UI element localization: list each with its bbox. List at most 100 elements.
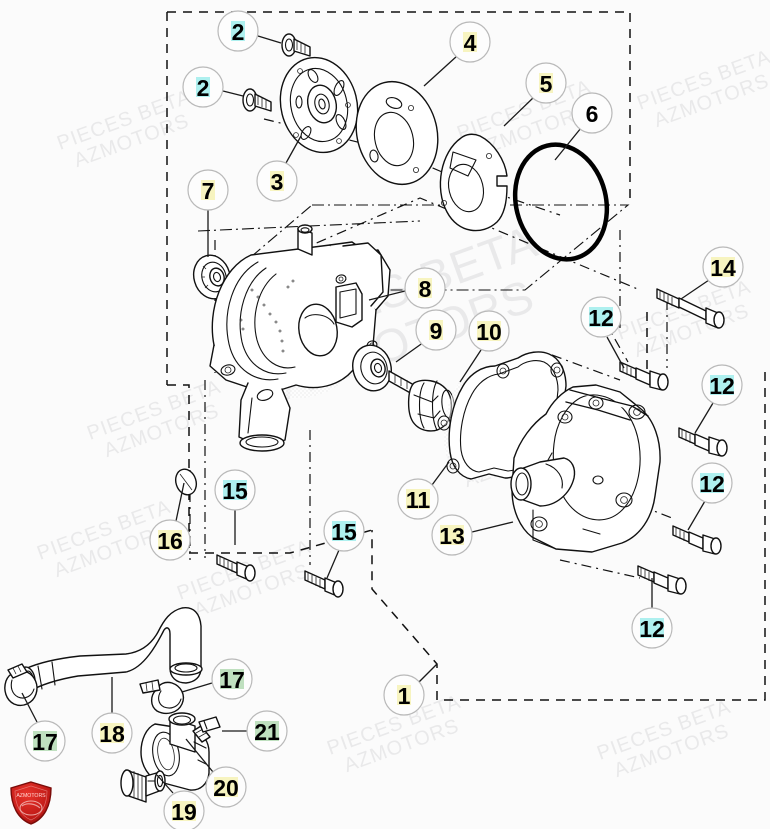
callout-8[interactable]: 8: [368, 267, 446, 309]
callout-12[interactable]: 12: [580, 296, 625, 369]
callout-21[interactable]: 21: [222, 710, 288, 752]
callout-number: 2: [197, 75, 210, 101]
callout-leader-line: [503, 96, 535, 127]
callout-13[interactable]: 13: [431, 514, 514, 556]
callout-number: 18: [99, 721, 125, 747]
callout-17[interactable]: 17: [181, 658, 253, 700]
callout-highlight: [223, 480, 247, 500]
callout-9[interactable]: 9: [395, 309, 457, 363]
callout-highlight: [332, 521, 356, 541]
callout-highlight: [589, 307, 613, 327]
callout-highlight: [201, 180, 215, 200]
callout-15[interactable]: 15: [323, 510, 365, 579]
callout-2[interactable]: 2: [182, 66, 244, 108]
callout-4[interactable]: 4: [423, 21, 491, 87]
part-12-cover-bolt-3: [672, 525, 722, 555]
callout-leader-line: [368, 290, 406, 301]
part-5-pump-cover-plate: [439, 133, 508, 232]
callout-15[interactable]: 15: [214, 469, 256, 545]
callout-leader-line: [185, 738, 214, 773]
callout-number: 1: [398, 683, 411, 709]
callout-18[interactable]: 18: [91, 677, 133, 754]
part-2-cover-screw-lower: [242, 88, 272, 112]
part-13-water-pump-cover: [510, 384, 661, 553]
part-15-mounting-bolt-1: [216, 554, 256, 582]
part-2-cover-screw-upper: [281, 33, 311, 57]
callout-number: 8: [419, 276, 432, 302]
callout-12[interactable]: 12: [694, 364, 743, 434]
part-9-bearing-inner: [352, 344, 392, 392]
callout-leader-line: [431, 461, 450, 486]
callout-highlight: [440, 525, 464, 545]
callout-number: 21: [254, 719, 280, 745]
callout-number: 12: [639, 616, 665, 642]
part-3-rotor-housing: [279, 56, 359, 154]
callout-19[interactable]: 19: [156, 774, 205, 829]
callout-highlight: [477, 321, 501, 341]
callout-leader-line: [694, 402, 714, 434]
callout-14[interactable]: 14: [680, 246, 744, 300]
callout-11[interactable]: 11: [397, 461, 450, 520]
callout-number: 2: [232, 19, 245, 45]
callout-number: 17: [219, 667, 245, 693]
part-12-cover-bolt-1: [619, 361, 669, 391]
callout-6[interactable]: 6: [554, 92, 613, 161]
callout-highlight: [158, 530, 182, 550]
callout-leader-line: [459, 349, 482, 383]
callout-number: 12: [709, 373, 735, 399]
callout-17[interactable]: 17: [21, 692, 66, 762]
callout-highlight: [220, 669, 244, 689]
callout-7[interactable]: 7: [187, 169, 229, 257]
callout-3[interactable]: 3: [256, 135, 302, 202]
callout-leader-line: [222, 90, 244, 97]
callout-number: 15: [331, 519, 357, 545]
part-15-mounting-bolt-2: [304, 570, 344, 598]
callout-10[interactable]: 10: [459, 310, 510, 383]
callout-leader-line: [21, 692, 38, 723]
part-19-thermostat: [120, 769, 166, 803]
callout-number: 12: [588, 305, 614, 331]
callout-highlight: [406, 489, 430, 509]
callout-leader-line: [687, 500, 706, 531]
callout-highlight: [463, 32, 477, 52]
callout-highlight: [711, 257, 735, 277]
callout-1[interactable]: 1: [383, 663, 438, 716]
callout-number: 20: [213, 775, 239, 801]
callout-highlight: [196, 77, 210, 97]
callout-leader-line: [156, 774, 174, 794]
part-14-long-bolt: [656, 288, 725, 329]
shield-icon: AZMOTORS: [10, 781, 52, 825]
callout-highlight: [33, 731, 57, 751]
callout-leader-line: [418, 663, 438, 683]
callout-highlight: [418, 278, 432, 298]
callout-leader-line: [395, 341, 425, 363]
callout-highlight: [429, 320, 443, 340]
azmotors-logo: AZMOTORS: [8, 780, 54, 826]
callout-circle[interactable]: [571, 92, 613, 134]
part-18-coolant-hose: [18, 607, 203, 694]
callout-number: 9: [430, 318, 443, 344]
callout-leader-line: [471, 521, 514, 533]
part-16-dowel-pin: [174, 468, 198, 496]
callout-2[interactable]: 2: [217, 10, 282, 52]
callout-number: 12: [699, 471, 725, 497]
callout-20[interactable]: 20: [185, 738, 247, 808]
callout-12[interactable]: 12: [631, 578, 673, 649]
callout-highlight: [270, 171, 284, 191]
callout-number: 10: [476, 319, 502, 345]
part-12-cover-bolt-4: [637, 565, 687, 595]
part-4-pump-plate: [355, 80, 439, 186]
callout-number: 3: [271, 169, 284, 195]
callout-leader-line: [181, 682, 213, 693]
callout-16[interactable]: 16: [149, 482, 191, 561]
callout-number: 11: [406, 487, 431, 513]
part-21-housing-screw: [192, 716, 221, 743]
callout-number: 6: [586, 101, 599, 127]
callout-12[interactable]: 12: [687, 462, 733, 531]
callout-number: 14: [710, 255, 736, 281]
part-10-impeller-shaft: [388, 370, 455, 432]
callout-5[interactable]: 5: [503, 62, 567, 127]
callout-number: 15: [222, 478, 248, 504]
part-12-cover-bolt-2: [678, 427, 728, 457]
